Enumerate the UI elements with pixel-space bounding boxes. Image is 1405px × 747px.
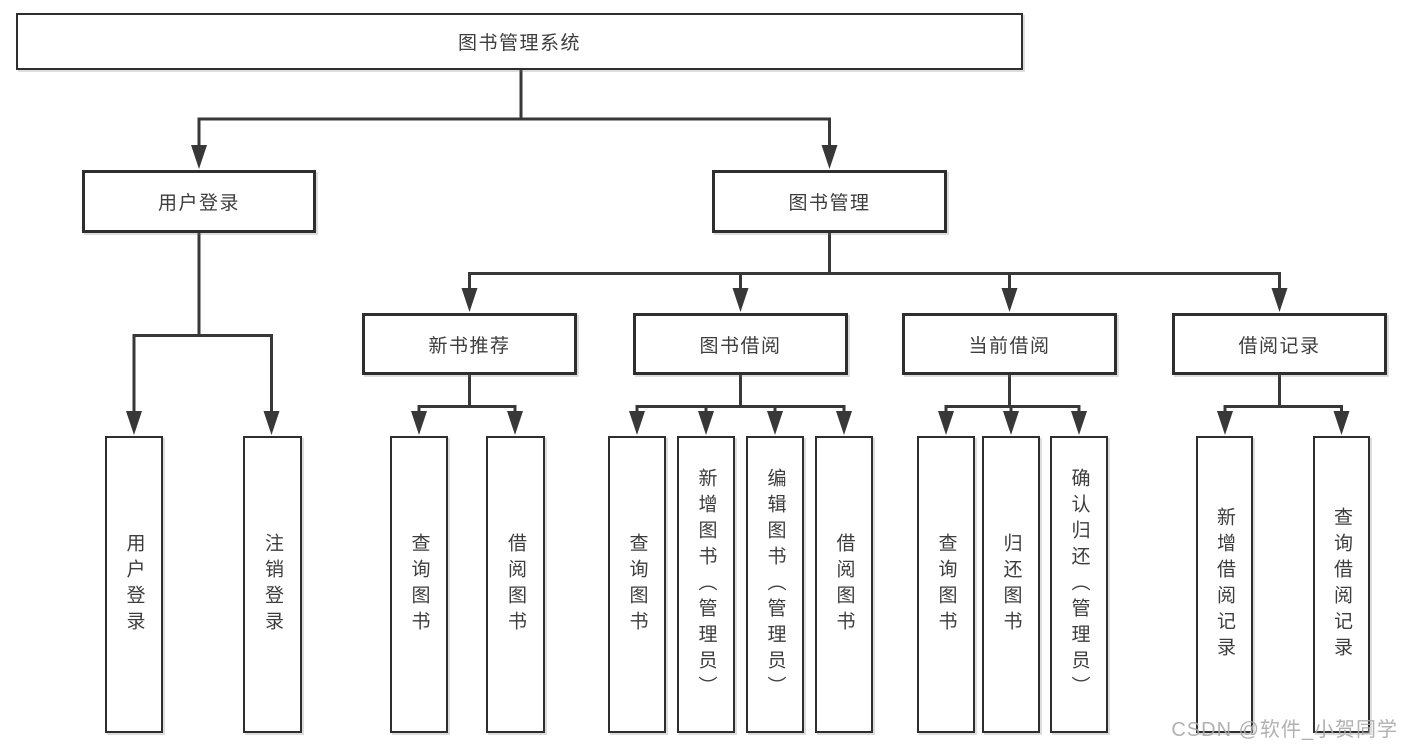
node-label: 查询图书 <box>408 532 430 637</box>
connector-user-login-to-children <box>126 233 280 435</box>
node-add-borrow-record: 新增借阅记录 <box>1196 436 1253 733</box>
node-label: 用户登录 <box>157 193 240 214</box>
node-borrow-books: 借阅图书 <box>815 436 873 733</box>
node-label: 查询图书 <box>935 532 957 637</box>
node-label: 图书借阅 <box>699 335 782 357</box>
node-label: 确认归还（管理员） <box>1068 467 1090 702</box>
connector-new-book-recommendation-to-children <box>411 375 523 435</box>
node-book-borrowing: 图书借阅 <box>633 313 848 375</box>
connector-book-borrowing-to-children <box>629 375 852 435</box>
node-return-books: 归还图书 <box>982 436 1040 733</box>
node-library-management-system: 图书管理系统 <box>16 13 1023 70</box>
node-label: 查询借阅记录 <box>1331 506 1352 663</box>
node-query-borrow-record: 查询借阅记录 <box>1313 436 1370 733</box>
node-book-management: 图书管理 <box>712 170 947 233</box>
node-logout-action: 注销登录 <box>243 436 302 733</box>
watermark: CSDN @软件_小贺同学 <box>1171 719 1398 741</box>
connector-root-to-level2 <box>191 70 838 169</box>
node-label: 借阅图书 <box>505 532 526 637</box>
node-label: 图书管理 <box>788 193 871 214</box>
node-confirm-return-admin: 确认归还（管理员） <box>1050 436 1108 733</box>
node-borrowing-records: 借阅记录 <box>1172 313 1387 375</box>
node-new-book-recommendation: 新书推荐 <box>362 313 577 375</box>
connector-borrowing-records-to-children <box>1217 375 1350 435</box>
node-label: 新增借阅记录 <box>1214 506 1235 663</box>
node-user-login-action: 用户登录 <box>105 436 163 733</box>
node-label: 注销登录 <box>262 532 283 637</box>
node-label: 查询图书 <box>626 532 648 637</box>
node-add-books-admin: 新增图书（管理员） <box>677 436 735 733</box>
node-label: 借阅图书 <box>833 532 855 637</box>
connector-current-borrowing-to-children <box>938 375 1087 435</box>
node-label: 当前借阅 <box>968 335 1051 357</box>
node-label: 图书管理系统 <box>457 33 581 54</box>
node-label: 借阅记录 <box>1238 335 1321 357</box>
node-label: 新增图书（管理员） <box>695 467 717 702</box>
node-label: 编辑图书（管理员） <box>764 467 786 702</box>
node-current-borrowing: 当前借阅 <box>902 313 1117 375</box>
node-label: 用户登录 <box>123 532 145 637</box>
node-label: 新书推荐 <box>428 335 511 357</box>
node-query-books-recommend: 查询图书 <box>390 436 448 733</box>
node-edit-books-admin: 编辑图书（管理员） <box>746 436 804 733</box>
node-borrow-books-recommend: 借阅图书 <box>486 436 545 733</box>
node-label: 归还图书 <box>1000 532 1022 637</box>
node-query-books-borrow: 查询图书 <box>608 436 666 733</box>
connector-book-management-to-level3 <box>461 233 1288 312</box>
node-query-books-current: 查询图书 <box>917 436 975 733</box>
node-user-login: 用户登录 <box>82 170 316 233</box>
